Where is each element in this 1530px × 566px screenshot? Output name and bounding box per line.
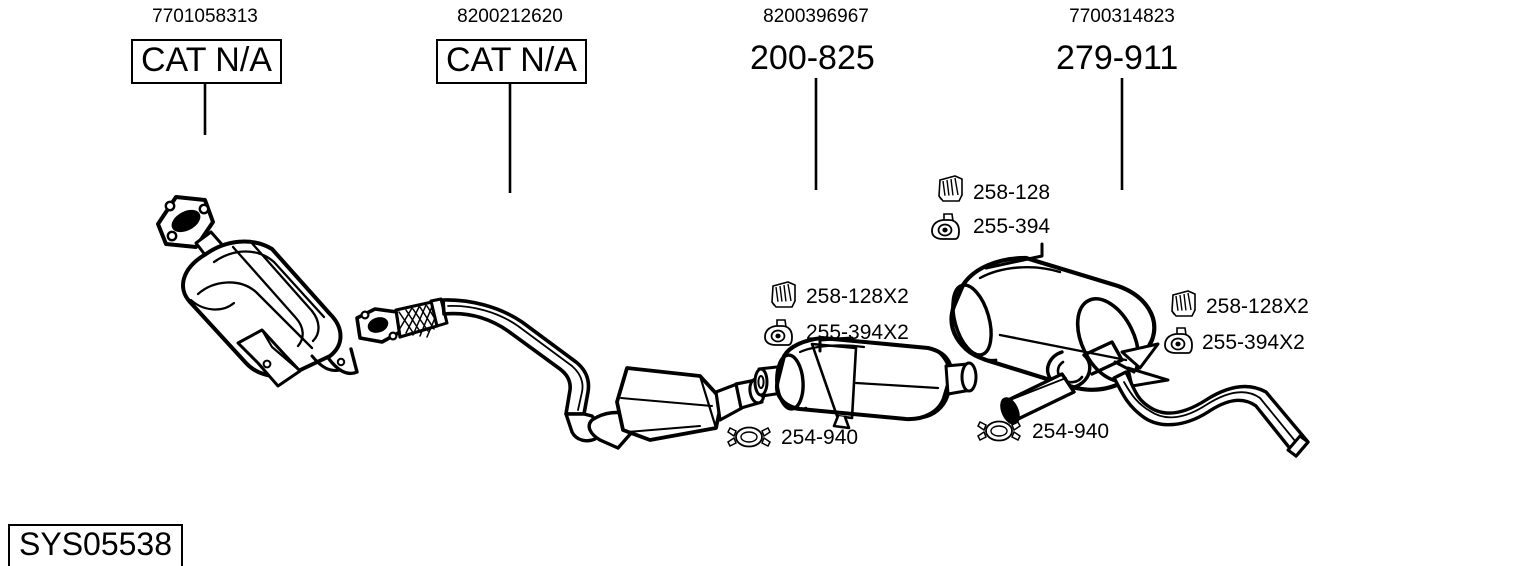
accessory-label-258-128: 258-128: [973, 181, 1051, 204]
accessory-icon-grommet-255-394: [931, 213, 960, 240]
part-code-4: 279-911: [1056, 39, 1179, 77]
part-code-2: CAT N/A: [436, 39, 587, 84]
accessory-icon-clamp-254-940-rear: [977, 420, 1021, 442]
accessory-label-258-128x2-centre: 258-128X2: [806, 285, 909, 308]
accessory-label-254-940-centre: 254-940: [781, 426, 859, 449]
part-ref-2: 8200212620: [457, 6, 563, 27]
accessory-label-254-940-rear: 254-940: [1032, 420, 1110, 443]
accessory-label-255-394x2-centre: 255-394X2: [806, 321, 909, 344]
part-code-3: 200-825: [750, 39, 875, 77]
accessory-icon-hanger-258-128x2-rear: [1171, 290, 1196, 317]
part-ref-3: 8200396967: [763, 6, 869, 27]
accessory-label-255-394x2-rear: 255-394X2: [1202, 331, 1305, 354]
system-id-box: SYS05538: [8, 524, 184, 566]
accessory-label-255-394: 255-394: [973, 215, 1051, 238]
accessory-icon-hanger-258-128x2-centre: [771, 281, 796, 308]
accessory-icon-grommet-255-394x2-centre: [764, 319, 793, 346]
leader-lines: [203, 78, 1124, 193]
accessory-icon-hanger-258-128: [938, 175, 963, 202]
accessory-icon-grommet-255-394x2-rear: [1164, 327, 1193, 354]
accessory-icon-clamp-254-940-centre: [727, 426, 771, 448]
part-ref-1: 7701058313: [152, 6, 258, 27]
part-drawing-catalytic-converter-front: [156, 195, 359, 388]
part-ref-4: 7700314823: [1069, 6, 1175, 27]
part-drawing-catalytic-converter-second: [355, 297, 766, 450]
accessory-label-258-128x2-rear: 258-128X2: [1206, 295, 1309, 318]
part-drawing-centre-silencer: [753, 336, 978, 430]
part-code-1: CAT N/A: [131, 39, 282, 84]
part-drawing-rear-silencer: [949, 242, 1310, 458]
